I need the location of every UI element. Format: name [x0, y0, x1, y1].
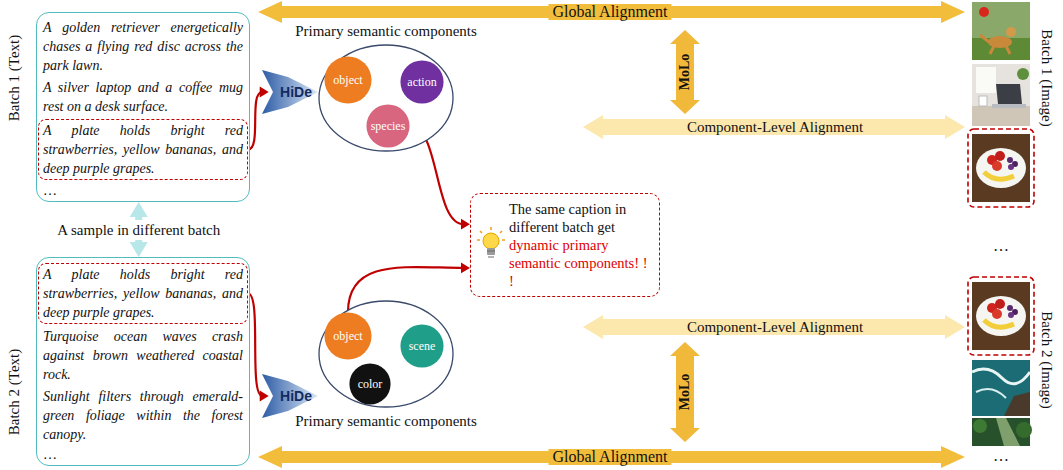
- node-text: HiDe: [280, 84, 312, 100]
- component-ellipse: Primary semantic componentsobjectcolorsc…: [318, 300, 454, 408]
- node-text: A silver laptop and a coffee mug rest on…: [43, 78, 243, 116]
- arrow-head: [260, 87, 269, 98]
- hide-arrow-body: [262, 374, 318, 418]
- node-text: …: [43, 183, 243, 198]
- node-text: …: [43, 447, 243, 462]
- node-text: Turquoise ocean waves crash against brow…: [43, 327, 243, 384]
- node-text: The same caption in different batch get: [509, 200, 653, 236]
- node-text: species: [371, 119, 406, 133]
- desk-photo: [972, 64, 1030, 126]
- highlight-frame: [968, 129, 1034, 207]
- fruit-plate-photo: [972, 282, 1030, 350]
- ellipse-outline: [319, 45, 453, 151]
- node-text: A golden retriever energetically chases …: [43, 18, 243, 75]
- component-alignment-arrow: [583, 115, 965, 139]
- bulb-threads: [487, 251, 495, 257]
- red-curved-arrow: [248, 294, 269, 402]
- fruit-plate-photo: [972, 134, 1030, 202]
- molo-arrow: [670, 30, 700, 114]
- global-alignment-arrow: [258, 446, 965, 468]
- arrow-head: [130, 242, 148, 257]
- node-text: Primary semantic components: [295, 412, 477, 430]
- alignment-label: Global Alignment: [548, 4, 671, 20]
- component-circle: object: [324, 312, 372, 360]
- alignment-label: Component-Level Alignment: [684, 319, 866, 335]
- ellipsis-mark: …: [993, 449, 1009, 463]
- circle-fill: [400, 60, 443, 103]
- edge-label: A sample in different batch: [54, 220, 223, 240]
- highlight-frame: [968, 277, 1034, 355]
- module-label: MoLo: [677, 52, 693, 93]
- circle-fill: [349, 363, 390, 404]
- dog-photo: [972, 2, 1030, 60]
- node-text: color: [358, 377, 383, 391]
- ocean-photo: [972, 360, 1030, 416]
- component-circle: object: [324, 56, 372, 104]
- batch-label: Batch 2 (Image): [1038, 311, 1056, 408]
- connector-line: [248, 92, 262, 150]
- component-ellipse: Primary semantic componentsobjectactions…: [318, 44, 454, 152]
- arrow-head: [461, 219, 470, 230]
- callout-box: The same caption in different batch getd…: [470, 193, 660, 297]
- node-text: dynamic primary semantic components! ! !: [509, 236, 653, 290]
- bulb-glass: [483, 233, 499, 249]
- node-text: object: [333, 329, 362, 343]
- node-text: Sunlight filters through emerald-green f…: [43, 387, 243, 444]
- node-text: object: [333, 73, 362, 87]
- arrow-head: [130, 202, 148, 217]
- highlighted-caption: A plate holds bright red strawberries, y…: [38, 263, 248, 324]
- alignment-label: Component-Level Alignment: [684, 119, 866, 135]
- circle-fill: [400, 324, 443, 367]
- ellipse-outline: [319, 301, 453, 407]
- circle-fill: [366, 104, 409, 147]
- batch-label: Batch 1 (Image): [1038, 29, 1056, 126]
- batch-label: Batch 1 (Text): [5, 35, 23, 121]
- component-circle: action: [400, 60, 444, 104]
- node-text: Primary semantic components: [295, 22, 477, 40]
- ellipsis-mark: …: [993, 239, 1009, 253]
- hide-arrow: HiDe: [262, 372, 318, 420]
- node-text: HiDe: [280, 388, 312, 404]
- red-curved-arrow: [248, 87, 269, 150]
- molo-arrow: [670, 342, 700, 442]
- circle-fill: [324, 56, 371, 103]
- global-alignment-arrow: [258, 1, 965, 23]
- hide-arrow-body: [262, 70, 318, 114]
- lightbulb-icon: [477, 227, 505, 261]
- component-circle: scene: [400, 324, 444, 368]
- batch-label: Batch 2 (Text): [5, 349, 23, 435]
- forest-photo: [972, 418, 1032, 446]
- node-text: A plate holds bright red strawberries, y…: [43, 265, 243, 322]
- component-circle: color: [349, 363, 391, 405]
- component-circle: species: [366, 104, 410, 148]
- module-label: MoLo: [677, 372, 693, 413]
- text-batch-box: A plate holds bright red strawberries, y…: [36, 257, 250, 466]
- circle-fill: [324, 312, 371, 359]
- node-text: A plate holds bright red strawberries, y…: [43, 121, 243, 178]
- node-text: scene: [409, 339, 436, 353]
- component-alignment-arrow: [583, 315, 965, 339]
- alignment-label: Global Alignment: [548, 449, 671, 465]
- highlighted-caption: A plate holds bright red strawberries, y…: [38, 119, 248, 180]
- connector-line: [248, 294, 262, 397]
- arrow-head: [461, 263, 470, 274]
- text-batch-box: A golden retriever energetically chases …: [36, 12, 250, 202]
- arrow-head: [260, 391, 269, 402]
- node-text: action: [407, 75, 436, 89]
- hide-arrow: HiDe: [262, 68, 318, 116]
